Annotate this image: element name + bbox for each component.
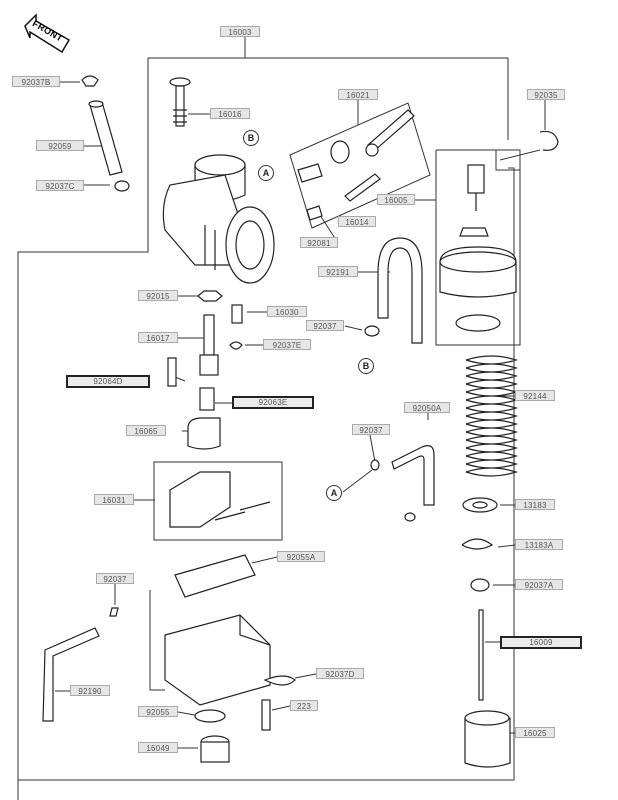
callout-a: A bbox=[258, 165, 274, 181]
part-label: 16003 bbox=[220, 26, 260, 37]
part-label: 92055A bbox=[277, 551, 325, 562]
part-label: 16005 bbox=[377, 194, 415, 205]
part-label: 16017 bbox=[138, 332, 178, 343]
front-arrow-icon bbox=[24, 13, 71, 54]
part-label: 16065 bbox=[126, 425, 166, 436]
part-label: 16025 bbox=[515, 727, 555, 738]
part-label: 92050A bbox=[404, 402, 450, 413]
part-label: 16030 bbox=[267, 306, 307, 317]
part-label: 92191 bbox=[318, 266, 358, 277]
part-label: 13183 bbox=[515, 499, 555, 510]
front-direction-arrow: FRONT bbox=[22, 12, 72, 58]
part-label: 16016 bbox=[210, 108, 250, 119]
part-label: 92037E bbox=[263, 339, 311, 350]
part-label: 92144 bbox=[515, 390, 555, 401]
part-label: 16049 bbox=[138, 742, 178, 753]
part-label: 16031 bbox=[94, 494, 134, 505]
part-label: 92037 bbox=[306, 320, 344, 331]
part-label: 92035 bbox=[527, 89, 565, 100]
callout-a: A bbox=[326, 485, 342, 501]
part-label: 16014 bbox=[338, 216, 376, 227]
part-label: 92063E bbox=[232, 396, 314, 409]
part-label: 92190 bbox=[70, 685, 110, 696]
part-label: 92059 bbox=[36, 140, 84, 151]
part-label: 92055 bbox=[138, 706, 178, 717]
part-label: 223 bbox=[290, 700, 318, 711]
part-label: 92037 bbox=[352, 424, 390, 435]
part-label: 16021 bbox=[338, 89, 378, 100]
part-label: 92015 bbox=[138, 290, 178, 301]
part-label: 92037D bbox=[316, 668, 364, 679]
part-label: 92081 bbox=[300, 237, 338, 248]
part-label: 92064D bbox=[66, 375, 150, 388]
callout-b: B bbox=[358, 358, 374, 374]
part-label: 92037B bbox=[12, 76, 60, 87]
part-label: 16009 bbox=[500, 636, 582, 649]
part-label: 92037C bbox=[36, 180, 84, 191]
part-label: 92037 bbox=[96, 573, 134, 584]
part-label: 92037A bbox=[515, 579, 563, 590]
part-label: 13183A bbox=[515, 539, 563, 550]
callout-b: B bbox=[243, 130, 259, 146]
